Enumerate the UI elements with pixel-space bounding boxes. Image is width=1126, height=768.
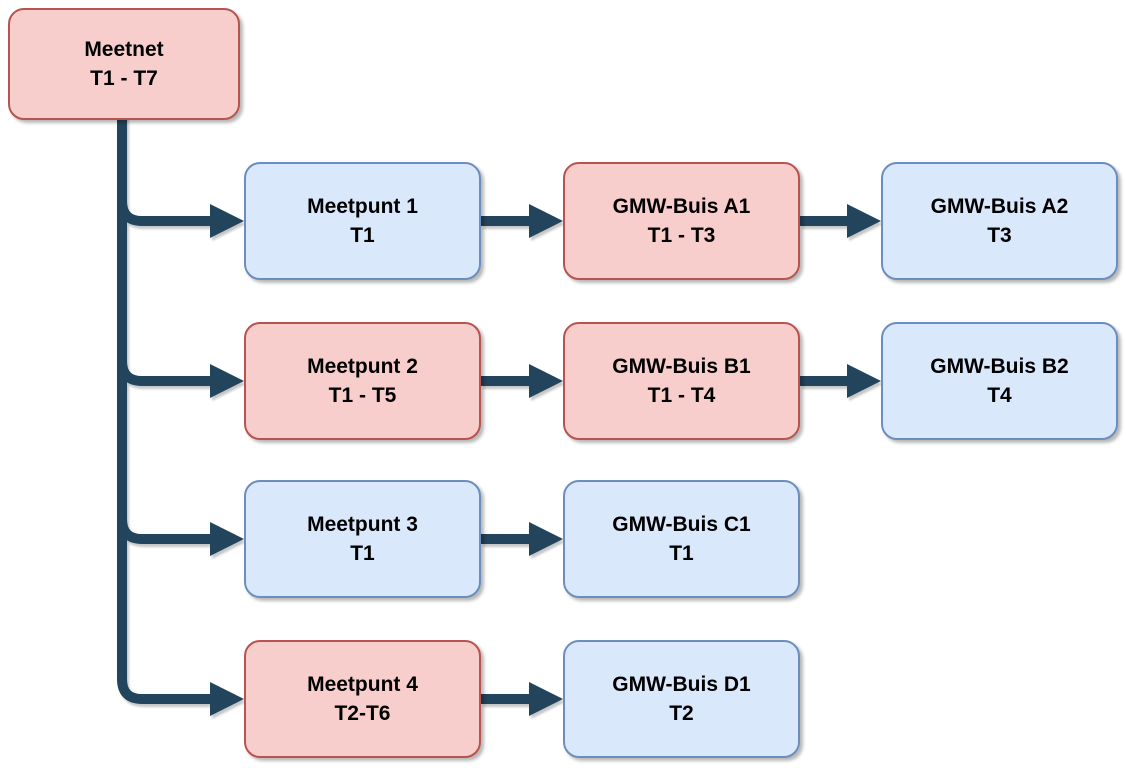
node-label: Meetnet	[84, 38, 164, 61]
node-period: T1 - T5	[328, 384, 397, 407]
node-gmw-buis-a1[interactable]: GMW-Buis A1 T1 - T3	[563, 162, 800, 280]
node-label: GMW-Buis B1	[612, 355, 751, 378]
node-period: T1	[350, 542, 375, 565]
arrowhead-gmw-buis-b1	[529, 364, 563, 398]
arrowhead-meetpunt-3	[210, 522, 244, 556]
node-gmw-buis-b1[interactable]: GMW-Buis B1 T1 - T4	[563, 322, 800, 440]
node-gmw-buis-b2[interactable]: GMW-Buis B2 T4	[881, 322, 1118, 440]
node-meetpunt-4[interactable]: Meetpunt 4 T2-T6	[244, 640, 481, 758]
node-label: GMW-Buis A1	[612, 195, 751, 218]
node-label: GMW-Buis B2	[930, 355, 1069, 378]
edge-meetnet-meetpunt-4	[117, 116, 212, 704]
node-meetpunt-3[interactable]: Meetpunt 3 T1	[244, 480, 481, 598]
arrowhead-meetpunt-1	[210, 204, 244, 238]
node-period: T1 - T4	[647, 384, 716, 407]
node-gmw-buis-a2[interactable]: GMW-Buis A2 T3	[881, 162, 1118, 280]
arrowhead-meetpunt-4	[210, 682, 244, 716]
arrowhead-gmw-buis-a2	[847, 204, 881, 238]
node-period: T3	[987, 224, 1012, 247]
node-period: T1 - T3	[647, 224, 716, 247]
arrowhead-gmw-buis-b2	[847, 364, 881, 398]
node-period: T1 - T7	[90, 67, 158, 90]
arrowhead-meetpunt-2	[210, 364, 244, 398]
node-label: Meetpunt 3	[307, 513, 418, 536]
node-meetnet[interactable]: Meetnet T1 - T7	[8, 8, 240, 120]
arrowhead-gmw-buis-a1	[529, 204, 563, 238]
node-period: T1	[669, 542, 694, 565]
node-label: GMW-Buis D1	[612, 673, 751, 696]
arrowhead-gmw-buis-d1	[529, 682, 563, 716]
node-gmw-buis-d1[interactable]: GMW-Buis D1 T2	[563, 640, 800, 758]
node-meetpunt-1[interactable]: Meetpunt 1 T1	[244, 162, 481, 280]
node-period: T2-T6	[334, 702, 391, 725]
edge-meetnet-meetpunt-1	[117, 200, 212, 226]
node-meetpunt-2[interactable]: Meetpunt 2 T1 - T5	[244, 322, 481, 440]
node-period: T1	[350, 224, 375, 247]
edge-meetnet-meetpunt-2	[117, 360, 212, 386]
node-period: T4	[987, 384, 1012, 407]
edge-meetnet-meetpunt-3	[117, 518, 212, 544]
node-period: T2	[669, 702, 694, 725]
node-label: GMW-Buis C1	[612, 513, 751, 536]
node-gmw-buis-c1[interactable]: GMW-Buis C1 T1	[563, 480, 800, 598]
node-label: Meetpunt 4	[307, 673, 418, 696]
node-label: Meetpunt 2	[307, 355, 418, 378]
arrowhead-gmw-buis-c1	[529, 522, 563, 556]
node-label: Meetpunt 1	[307, 195, 418, 218]
node-label: GMW-Buis A2	[930, 195, 1069, 218]
